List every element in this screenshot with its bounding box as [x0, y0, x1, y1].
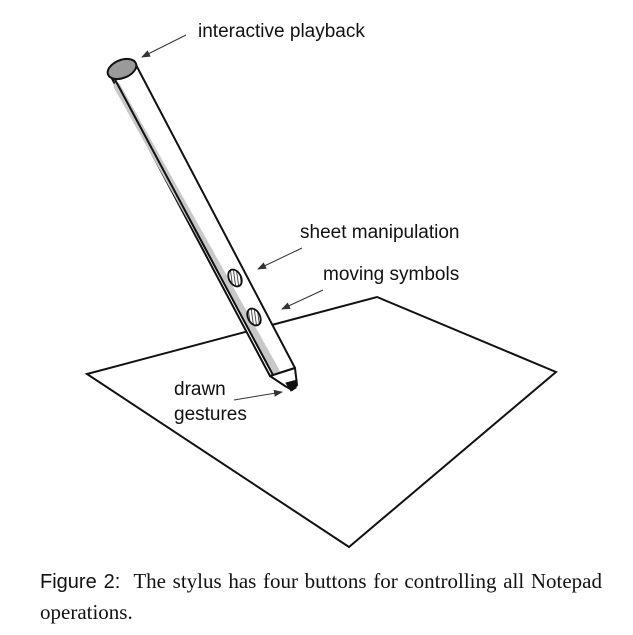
upper-side-button-icon: [227, 268, 243, 288]
stylus: [106, 57, 298, 392]
tip-label-line2: gestures: [174, 404, 247, 425]
figure-number: Figure 2:: [40, 571, 121, 593]
upper-side-button-label: sheet manipulation: [300, 222, 460, 243]
caption-text: The stylus has four buttons for controll…: [40, 569, 602, 624]
upper-side-button-arrow: [257, 247, 303, 270]
lower-side-button-arrow: [281, 289, 324, 310]
tip-arrow: [233, 389, 283, 401]
figure-caption: Figure 2: The stylus has four buttons fo…: [40, 566, 602, 627]
lower-side-button-label: moving symbols: [323, 264, 459, 285]
top-button-label: interactive playback: [198, 21, 365, 42]
top-button-icon: [106, 57, 138, 81]
top-button-arrow: [141, 34, 187, 58]
stylus-barrel: [108, 62, 296, 377]
stylus-tip-point: [285, 379, 298, 392]
lower-side-button-icon: [246, 307, 262, 327]
tip-label-line1: drawn: [174, 379, 226, 400]
paper-sheet: [84, 295, 558, 549]
